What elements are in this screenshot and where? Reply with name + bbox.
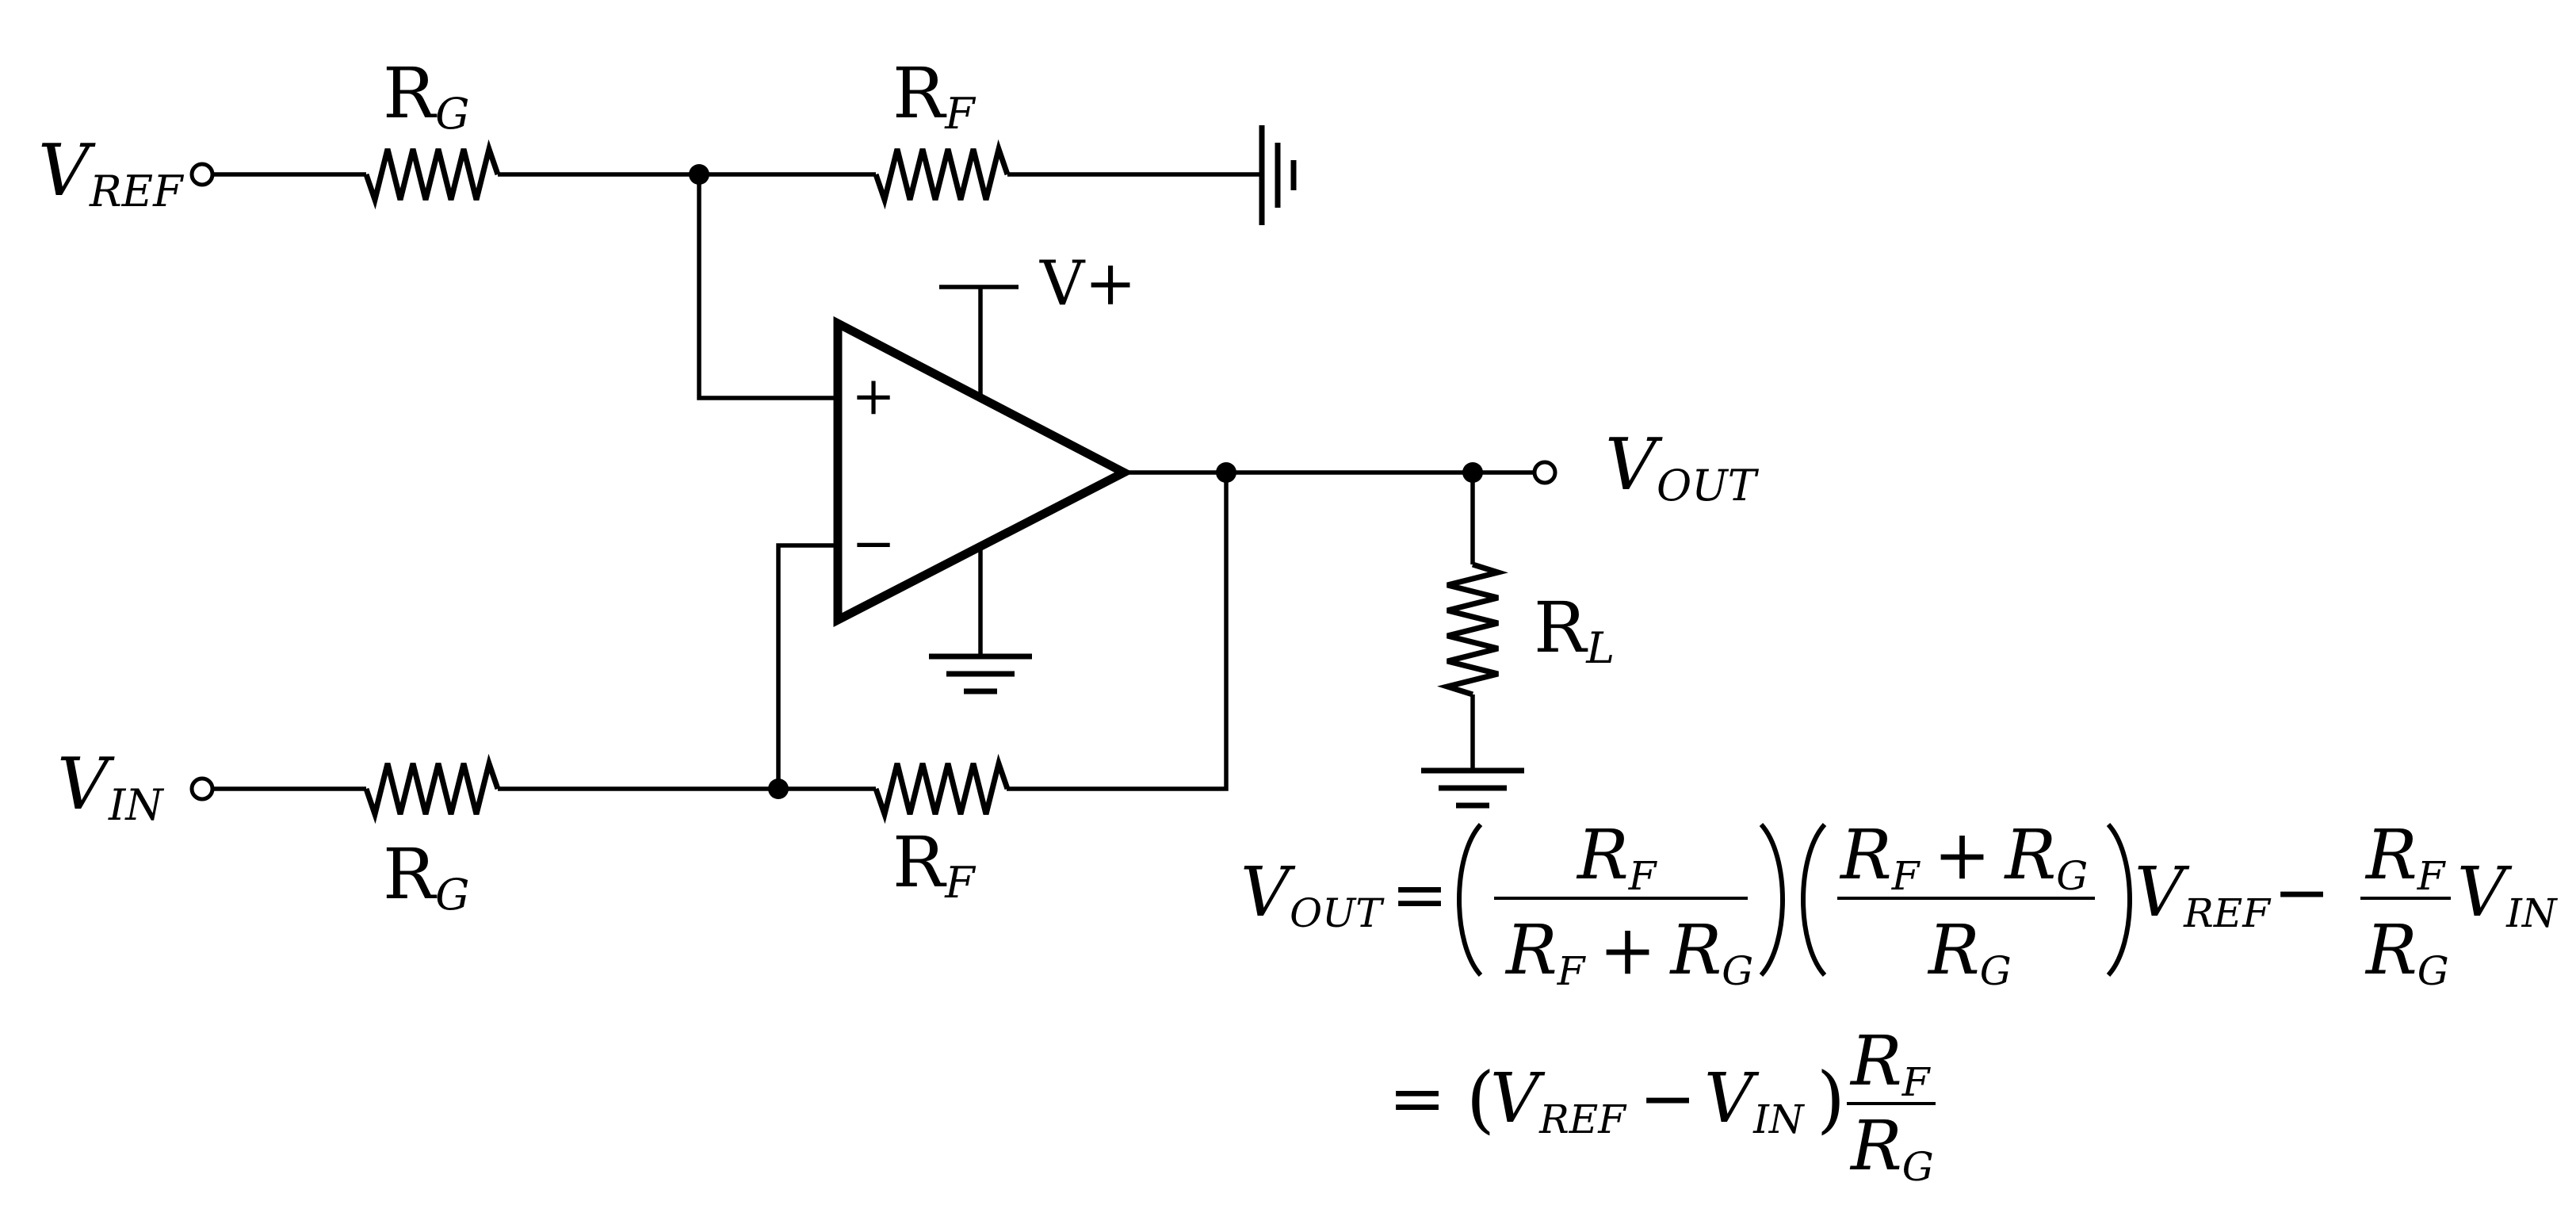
eq-paren-right-2 [2106,822,2132,978]
eq-frac2-num: RF+RG [1839,816,2088,899]
resistor-rl [1437,561,1508,698]
eq-lhs: VOUT [1240,853,1385,936]
resistor-rf-bottom [873,753,1011,824]
rl-label: RL [1534,587,1615,673]
eq-frac1-den: RF+RG [1504,911,1753,994]
vref-label: VREF [38,129,185,216]
eq2-vref: VREF [1490,1059,1627,1142]
eq2-minus: − [1639,1059,1696,1138]
ground-symbol-load [1421,767,1524,809]
eq2-frac-num: RF [1849,1022,1932,1105]
eq-equals: = [1391,855,1448,935]
eq-frac3-num: RF [2364,816,2447,899]
rg-top-label: RG [383,52,469,139]
vout-label: VOUT [1605,423,1760,511]
eq-minus: − [2273,853,2330,932]
eq-paren-right-1 [1759,822,1785,978]
opamp-minus-sign: − [851,513,895,574]
vin-label: VIN [57,743,164,830]
eq2-vin: VIN [1704,1059,1806,1142]
eq2-paren-open: ( [1466,1057,1495,1142]
terminal-vref [189,162,215,187]
wire-feedback-down [1007,473,1229,791]
eq-paren-left-1 [1457,822,1483,978]
eq2-paren-close: ) [1817,1057,1845,1142]
opamp-triangle [833,316,1133,628]
ground-symbol-opamp [929,653,1032,694]
equation-line-2: = ( VREF − VIN ) RF RG [1389,1022,1936,1190]
terminal-vout [1532,460,1557,485]
eq-frac1-num: RF [1576,816,1658,899]
eq2-frac-den: RG [1849,1107,1934,1190]
eq-vref: VREF [2135,853,2272,936]
eq2-equals: = [1389,1059,1446,1138]
opamp-plus-sign: + [851,365,895,427]
resistor-rg-bottom [363,753,501,824]
vplus-label: V+ [1039,248,1137,319]
rf-top-label: RF [892,52,977,139]
terminal-vin [189,776,215,802]
eq-paren-left-2 [1801,822,1827,978]
wire-node-to-plus-input [697,174,834,400]
wire-minus-input-to-node [776,543,834,789]
eq-vin: VIN [2457,853,2559,936]
ground-symbol-top [1259,125,1297,225]
resistor-rg-top [363,139,501,210]
eq-frac3-den: RG [2364,911,2449,994]
eq-frac2-den: RG [1927,911,2012,994]
rg-bottom-label: RG [383,833,469,920]
resistor-rf-top [873,139,1011,210]
junction-dot-bottom [768,779,789,799]
equation-line-1: VOUT = RF RF+RG RF+RG RG VREF − RF [1240,816,2559,994]
rf-bottom-label: RF [892,821,977,908]
